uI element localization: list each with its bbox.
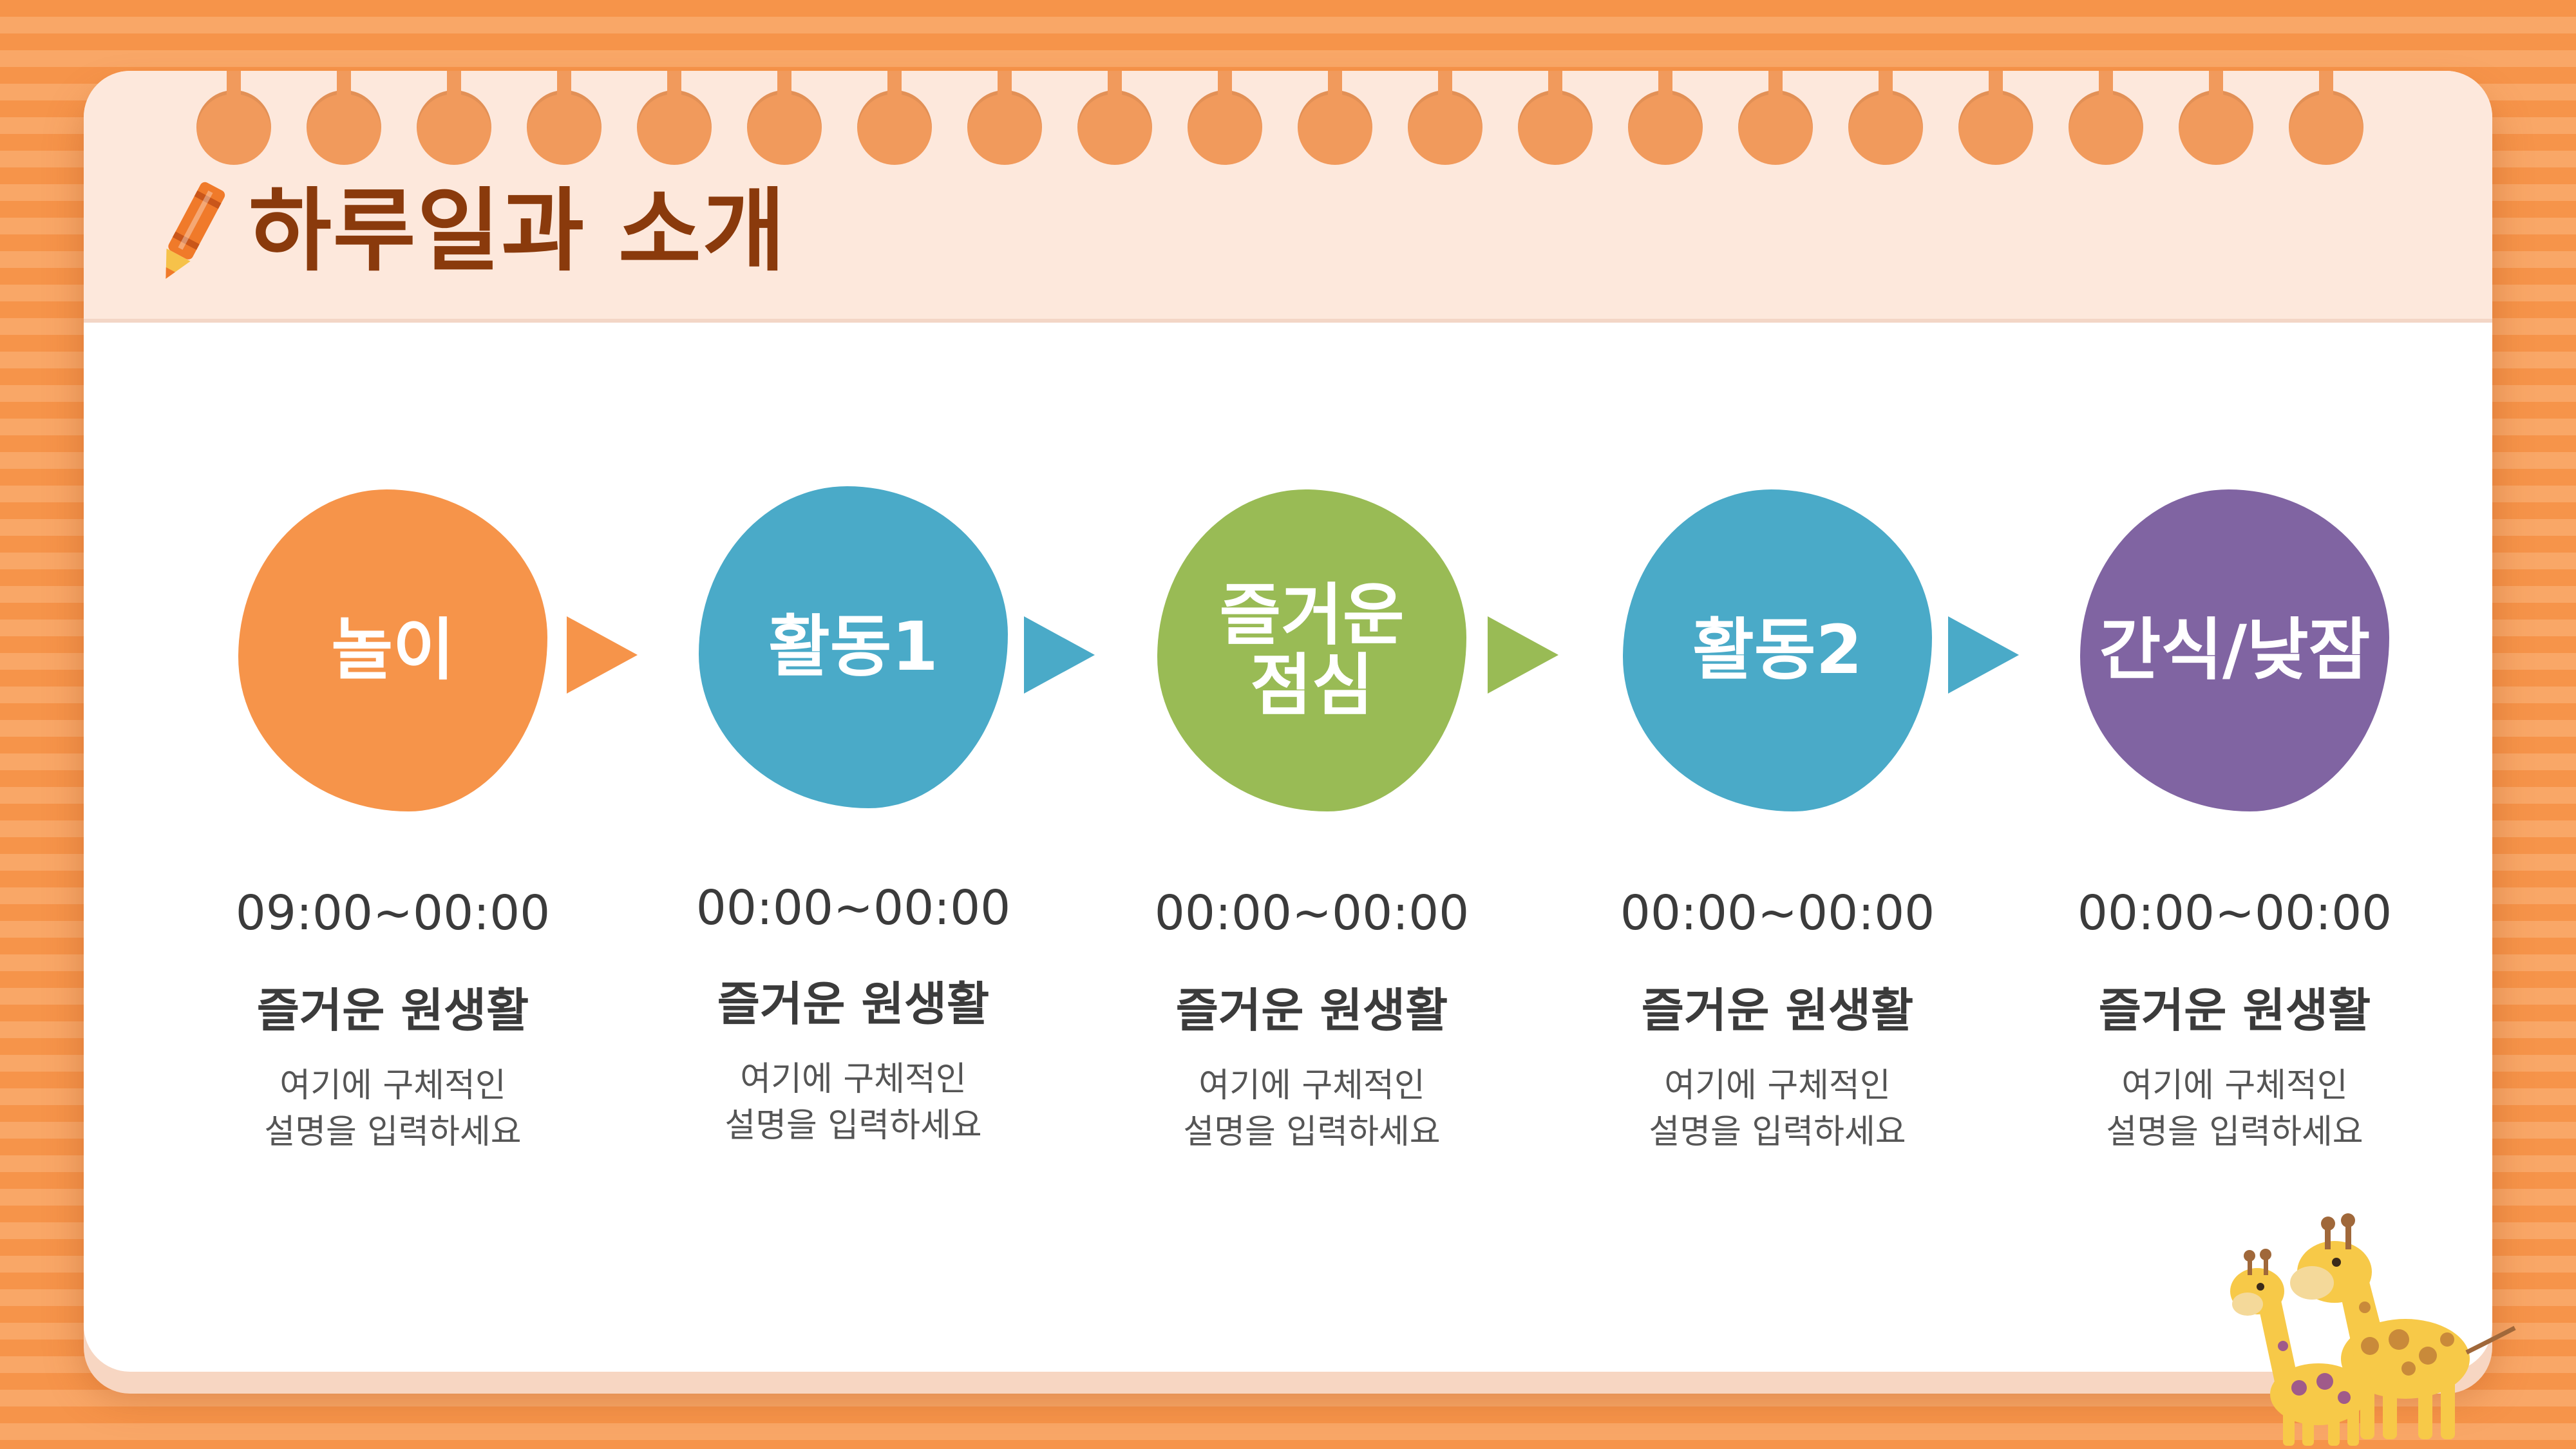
step-description: 여기에 구체적인 설명을 입력하세요 — [1649, 1066, 1906, 1151]
step-circle: 즐거운 점심 — [1157, 489, 1466, 811]
binder-ring — [196, 71, 271, 165]
arrow-right-icon — [1948, 616, 2019, 694]
binder-ring — [2069, 71, 2143, 165]
step-time: 00:00~00:00 — [696, 880, 1011, 936]
step-time: 09:00~00:00 — [235, 886, 551, 941]
arrow-right-icon — [1488, 616, 1558, 694]
binder-ring — [307, 71, 381, 165]
step-description: 여기에 구체적인 설명을 입력하세요 — [724, 1060, 982, 1145]
binder-ring — [1077, 71, 1152, 165]
giraffe-illustration — [2230, 1213, 2516, 1446]
step-description: 여기에 구체적인 설명을 입력하세요 — [2106, 1066, 2363, 1151]
step-label: 놀이 — [331, 611, 455, 690]
step-circle: 간식/낮잠 — [2080, 489, 2389, 811]
step-activity: 즐거운 원생활 — [1641, 983, 1914, 1037]
title-area: 하루일과 소개 — [155, 180, 787, 283]
binder-ring — [1518, 71, 1593, 165]
step-description: 여기에 구체적인 설명을 입력하세요 — [264, 1066, 522, 1151]
arrow-right-icon — [567, 616, 638, 694]
binder-ring — [1958, 71, 2033, 165]
binder-ring — [857, 71, 932, 165]
binder-ring — [2289, 71, 2363, 165]
binder-ring — [1628, 71, 1703, 165]
step-label: 간식/낮잠 — [2099, 611, 2371, 690]
step-activity: 즐거운 원생활 — [2098, 983, 2371, 1037]
binder-ring — [2179, 71, 2253, 165]
step-time: 00:00~00:00 — [1154, 886, 1470, 941]
binder-ring — [967, 71, 1042, 165]
binder-ring — [1188, 71, 1262, 165]
crayon-icon — [166, 182, 225, 279]
step-time: 00:00~00:00 — [2077, 886, 2392, 941]
binder-ring — [417, 71, 491, 165]
arrow-right-icon — [1024, 616, 1095, 694]
step-label: 활동2 — [1692, 611, 1862, 690]
step-label: 활동1 — [768, 607, 938, 687]
step-circle: 활동1 — [699, 486, 1008, 808]
binder-ring — [1848, 71, 1923, 165]
step-activity: 즐거운 원생활 — [256, 983, 529, 1037]
notebook-header: 하루일과 소개 — [84, 71, 2492, 323]
binder-ring — [747, 71, 822, 165]
step-description: 여기에 구체적인 설명을 입력하세요 — [1183, 1066, 1441, 1151]
page-title: 하루일과 소개 — [249, 179, 787, 284]
step-time: 00:00~00:00 — [1620, 886, 1935, 941]
binder-ring — [1738, 71, 1813, 165]
binder-ring — [1408, 71, 1482, 165]
binder-ring — [527, 71, 601, 165]
step-circle: 활동2 — [1623, 489, 1932, 811]
notebook-card: 하루일과 소개 놀이 09:00~00:00 즐거운 원생활 여기에 구체적인 … — [84, 71, 2492, 1372]
step-label: 즐거운 점심 — [1219, 575, 1405, 724]
step-circle: 놀이 — [238, 489, 547, 811]
step-activity: 즐거운 원생활 — [717, 977, 990, 1031]
binder-ring — [637, 71, 712, 165]
binder-ring — [1298, 71, 1372, 165]
step-activity: 즐거운 원생활 — [1175, 983, 1448, 1037]
